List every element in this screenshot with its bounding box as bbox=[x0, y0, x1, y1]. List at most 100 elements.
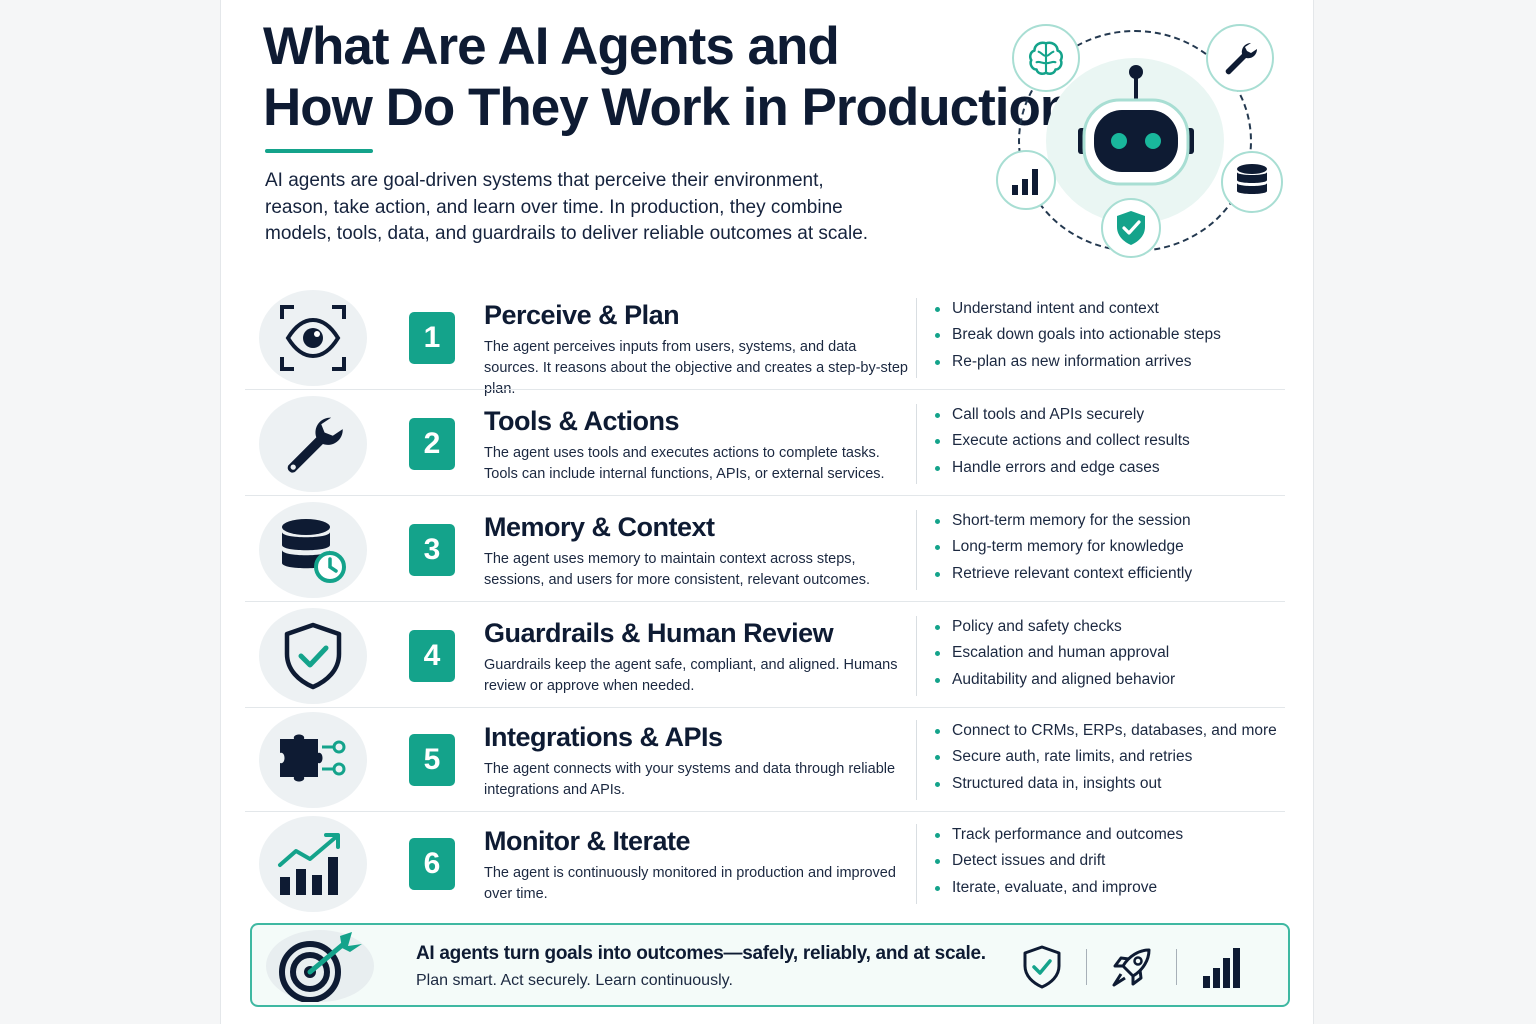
divider bbox=[916, 824, 917, 904]
footer-banner: AI agents turn goals into outcomes—safel… bbox=[250, 923, 1290, 1007]
divider bbox=[916, 298, 917, 378]
footer-shield bbox=[1016, 941, 1068, 993]
infographic-page: What Are AI Agents and How Do They Work … bbox=[220, 0, 1314, 1024]
divider bbox=[916, 404, 917, 484]
step-1-number: 1 bbox=[409, 312, 455, 364]
step-3-bullets: Short-term memory for the session Long-t… bbox=[935, 508, 1192, 587]
brain-icon bbox=[1029, 41, 1063, 75]
row-separator bbox=[245, 389, 1285, 390]
chart-trend-icon bbox=[278, 833, 340, 895]
title-line-2: How Do They Work in Production bbox=[263, 78, 1072, 137]
step-3-description: The agent uses memory to maintain contex… bbox=[484, 551, 871, 588]
step-6-number: 6 bbox=[409, 838, 455, 890]
row-separator bbox=[245, 707, 1285, 708]
row-separator bbox=[245, 601, 1285, 602]
list-item: Secure auth, rate limits, and retries bbox=[935, 744, 1277, 770]
database-clock-icon bbox=[282, 519, 346, 583]
bar-chart-icon bbox=[1012, 169, 1038, 195]
list-item: Retrieve relevant context efficiently bbox=[935, 561, 1192, 587]
step-1-bullets: Understand intent and context Break down… bbox=[935, 296, 1221, 375]
step-row-2: 2 Tools & Actions The agent uses tools a… bbox=[245, 392, 1285, 496]
list-item: Connect to CRMs, ERPs, databases, and mo… bbox=[935, 718, 1277, 744]
row-separator bbox=[245, 495, 1285, 496]
footer-badges bbox=[1016, 941, 1256, 993]
puzzle-connector-icon bbox=[280, 734, 346, 782]
orbit-shield bbox=[1101, 198, 1161, 258]
orbit-database bbox=[1221, 151, 1283, 213]
target-arrow-icon bbox=[279, 932, 362, 1002]
divider bbox=[1086, 949, 1087, 985]
shield-check-icon bbox=[1023, 945, 1061, 989]
rocket-icon bbox=[1112, 948, 1151, 987]
step-5-title: Integrations & APIs bbox=[484, 722, 723, 752]
step-1-description: The agent perceives inputs from users, s… bbox=[484, 339, 908, 397]
step-row-5: 5 Integrations & APIs The agent connects… bbox=[245, 708, 1285, 812]
list-item: Escalation and human approval bbox=[935, 640, 1175, 666]
step-row-3: 3 Memory & Context The agent uses memory… bbox=[245, 498, 1285, 602]
list-item: Understand intent and context bbox=[935, 296, 1221, 322]
page-title: What Are AI Agents and How Do They Work … bbox=[263, 16, 1072, 138]
orbit-brain bbox=[1012, 24, 1080, 92]
step-4-description: Guardrails keep the agent safe, complian… bbox=[484, 657, 898, 694]
step-4-icon-circle bbox=[259, 608, 367, 704]
divider bbox=[916, 616, 917, 696]
divider bbox=[916, 720, 917, 800]
eye-scan-icon bbox=[280, 305, 346, 371]
list-item: Detect issues and drift bbox=[935, 848, 1183, 874]
footer-headline: AI agents turn goals into outcomes—safel… bbox=[416, 943, 986, 964]
step-5-description: The agent connects with your systems and… bbox=[484, 761, 896, 798]
list-item: Short-term memory for the session bbox=[935, 508, 1192, 534]
list-item: Re-plan as new information arrives bbox=[935, 349, 1221, 375]
step-4-bullets: Policy and safety checks Escalation and … bbox=[935, 614, 1175, 693]
step-2-title: Tools & Actions bbox=[484, 406, 680, 436]
list-item: Long-term memory for knowledge bbox=[935, 534, 1192, 560]
list-item: Call tools and APIs securely bbox=[935, 402, 1190, 428]
footer-icon-circle bbox=[266, 930, 374, 1002]
orbit-bar-chart bbox=[996, 150, 1056, 210]
database-icon bbox=[1237, 164, 1267, 194]
list-item: Break down goals into actionable steps bbox=[935, 322, 1221, 348]
step-2-bullets: Call tools and APIs securely Execute act… bbox=[935, 402, 1190, 481]
title-underline bbox=[265, 149, 373, 153]
step-2-description: The agent uses tools and executes action… bbox=[484, 445, 885, 482]
step-row-4: 4 Guardrails & Human Review Guardrails k… bbox=[245, 604, 1285, 708]
step-1-title: Perceive & Plan bbox=[484, 300, 680, 330]
step-3-number: 3 bbox=[409, 524, 455, 576]
step-2-icon-circle bbox=[259, 396, 367, 492]
wrench-icon bbox=[287, 417, 343, 473]
divider bbox=[1176, 949, 1177, 985]
list-item: Handle errors and edge cases bbox=[935, 455, 1190, 481]
list-item: Iterate, evaluate, and improve bbox=[935, 875, 1183, 901]
bar-chart-icon bbox=[1203, 948, 1240, 988]
footer-chart bbox=[1196, 941, 1248, 993]
orbit-wrench bbox=[1206, 24, 1274, 92]
step-4-title: Guardrails & Human Review bbox=[484, 618, 834, 648]
title-line-1: What Are AI Agents and bbox=[263, 17, 840, 76]
step-5-number: 5 bbox=[409, 734, 455, 786]
list-item: Track performance and outcomes bbox=[935, 822, 1183, 848]
robot-icon bbox=[1078, 65, 1194, 186]
step-4-number: 4 bbox=[409, 630, 455, 682]
list-item: Policy and safety checks bbox=[935, 614, 1175, 640]
step-5-bullets: Connect to CRMs, ERPs, databases, and mo… bbox=[935, 718, 1277, 797]
intro-text: AI agents are goal-driven systems that p… bbox=[265, 170, 869, 244]
list-item: Execute actions and collect results bbox=[935, 428, 1190, 454]
step-row-6: 6 Monitor & Iterate The agent is continu… bbox=[245, 812, 1285, 916]
hero-illustration bbox=[996, 18, 1286, 266]
list-item: Structured data in, insights out bbox=[935, 771, 1277, 797]
footer-subline: Plan smart. Act securely. Learn continuo… bbox=[416, 972, 733, 989]
list-item: Auditability and aligned behavior bbox=[935, 667, 1175, 693]
step-6-bullets: Track performance and outcomes Detect is… bbox=[935, 822, 1183, 901]
shield-check-icon bbox=[284, 622, 342, 690]
step-1-icon-circle bbox=[259, 290, 367, 386]
step-3-icon-circle bbox=[259, 502, 367, 598]
step-5-icon-circle bbox=[259, 712, 367, 808]
shield-check-icon bbox=[1117, 211, 1145, 245]
step-6-title: Monitor & Iterate bbox=[484, 826, 691, 856]
footer-rocket bbox=[1106, 941, 1158, 993]
step-6-description: The agent is continuously monitored in p… bbox=[484, 865, 896, 902]
step-row-1: 1 Perceive & Plan The agent perceives in… bbox=[245, 286, 1285, 397]
step-2-number: 2 bbox=[409, 418, 455, 470]
wrench-icon bbox=[1225, 42, 1258, 75]
row-separator bbox=[245, 811, 1285, 812]
